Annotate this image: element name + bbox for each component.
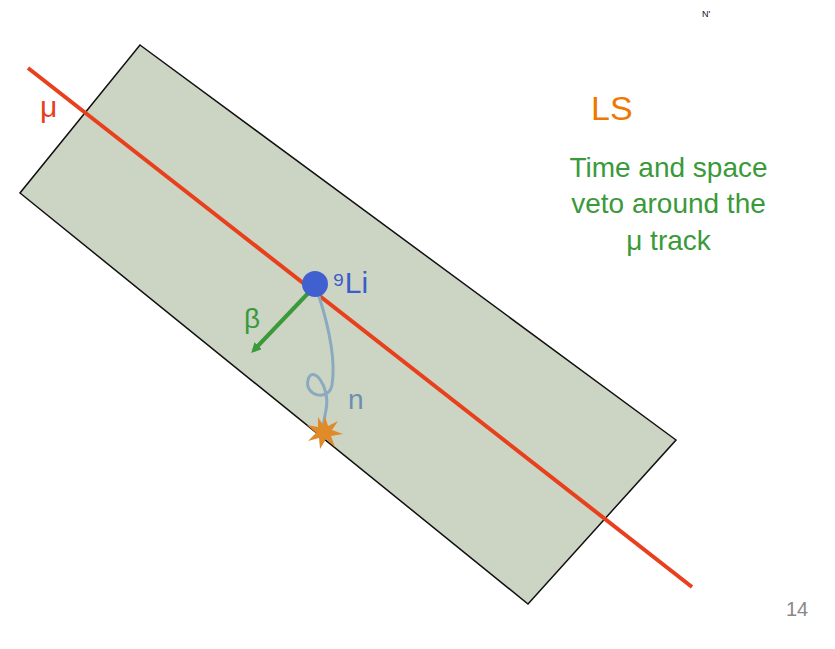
- fragment-label: N': [702, 9, 710, 19]
- capture-flash: [307, 416, 343, 449]
- watermark-band: [0, 420, 150, 649]
- page-number: 14: [786, 598, 808, 621]
- li9-nucleus: [302, 271, 328, 297]
- veto-region: [20, 45, 676, 604]
- beta-label: β: [244, 303, 260, 335]
- muon-track: [28, 68, 692, 587]
- beta-arrow: [254, 287, 314, 350]
- nucleus-label: ⁹Li: [332, 266, 368, 301]
- neutron-label: n: [348, 384, 364, 416]
- fragment-arrow: [742, 4, 766, 21]
- veto-note: Time and space veto around the μ track: [566, 150, 771, 259]
- top-panel: [40, 0, 762, 27]
- muon-label: μ: [40, 90, 57, 125]
- volume-label: LS: [591, 89, 633, 128]
- neutron-path: [308, 293, 334, 426]
- arrow-head: [738, 15, 748, 24]
